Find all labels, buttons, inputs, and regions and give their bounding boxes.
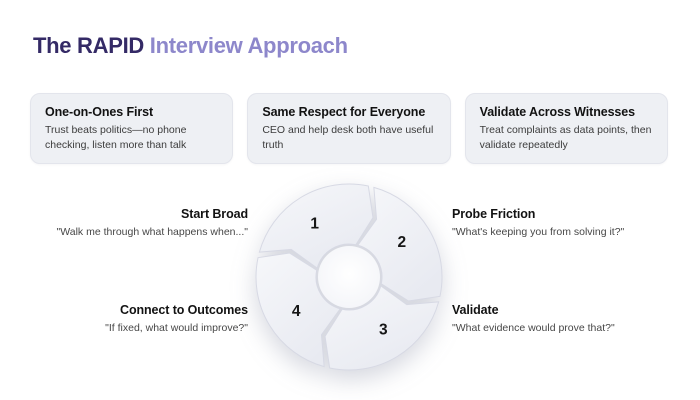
- principle-cards-row: One-on-Ones First Trust beats politics—n…: [30, 93, 668, 165]
- cycle-segment-2: [356, 186, 443, 302]
- principle-card-same-respect: Same Respect for Everyone CEO and help d…: [247, 93, 451, 165]
- step-label-start-broad: Start Broad "Walk me through what happen…: [18, 207, 248, 238]
- step-quote: "What's keeping you from solving it?": [452, 226, 625, 238]
- step-title: Connect to Outcomes: [120, 303, 248, 317]
- step-title: Start Broad: [181, 207, 248, 221]
- card-title: Same Respect for Everyone: [262, 105, 426, 119]
- step-quote: "Walk me through what happens when...": [56, 226, 248, 238]
- cycle-number-3: 3: [379, 321, 388, 338]
- cycle-number-4: 4: [292, 303, 301, 320]
- card-title: One-on-Ones First: [45, 105, 154, 119]
- cycle-number-1: 1: [310, 216, 319, 233]
- step-quote: "What evidence would prove that?": [452, 322, 615, 334]
- card-description: CEO and help desk both have useful truth: [262, 124, 434, 152]
- step-title: Probe Friction: [452, 207, 536, 221]
- cycle-number-2: 2: [397, 234, 406, 251]
- cycle-center-circle: [318, 246, 380, 308]
- step-label-probe-friction: Probe Friction "What's keeping you from …: [452, 207, 682, 238]
- cycle-segment-1: [258, 183, 374, 270]
- step-title: Validate: [452, 303, 499, 317]
- step-label-connect-outcomes: Connect to Outcomes "If fixed, what woul…: [18, 303, 248, 334]
- cycle-segment-3: [324, 284, 440, 371]
- page-title-suffix: Interview Approach: [143, 33, 348, 58]
- step-quote: "If fixed, what would improve?": [105, 322, 248, 334]
- cycle-diagram: 1 2 3 4: [255, 183, 443, 371]
- principle-card-one-on-ones: One-on-Ones First Trust beats politics—n…: [30, 93, 234, 165]
- cycle-segment-4: [255, 252, 342, 368]
- step-label-validate: Validate "What evidence would prove that…: [452, 303, 682, 334]
- page-title-prefix: The RAPID: [33, 33, 144, 58]
- card-description: Trust beats politics—no phone checking, …: [45, 124, 187, 152]
- principle-card-validate-witnesses: Validate Across Witnesses Treat complain…: [464, 93, 668, 165]
- page-title: The RAPID Interview Approach: [33, 33, 348, 59]
- card-description: Treat complaints as data points, then va…: [479, 124, 652, 152]
- card-title: Validate Across Witnesses: [479, 105, 635, 119]
